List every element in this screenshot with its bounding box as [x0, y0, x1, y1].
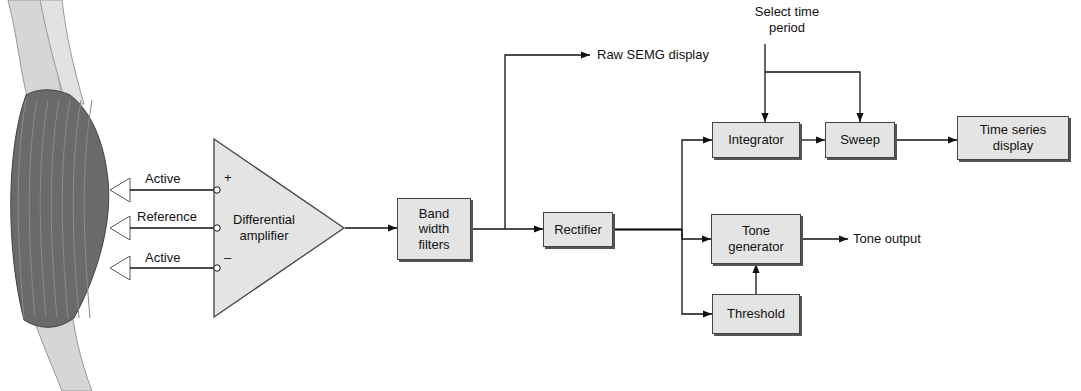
- output-label: Tone output: [853, 231, 921, 247]
- node-text: Rectifier: [554, 222, 602, 238]
- node-text: Integrator: [728, 132, 784, 148]
- display-box: Time series display: [957, 116, 1069, 160]
- muscle-fibre: [18, 100, 26, 318]
- raw-display-arrow: [505, 55, 590, 229]
- electrode-wire: [130, 267, 214, 268]
- electrode-wire: [130, 189, 214, 190]
- electrode: [110, 256, 130, 280]
- electrode-label: Reference: [137, 209, 197, 225]
- input-terminal: [214, 265, 220, 271]
- electrode: [110, 178, 130, 202]
- node-text: Threshold: [727, 306, 785, 322]
- signal-connector: [800, 139, 825, 140]
- electrode-label: Active: [145, 171, 180, 187]
- process-box: Integrator: [712, 122, 800, 158]
- electrode-wire: [130, 227, 214, 228]
- output-label: Raw SEMG display: [597, 47, 709, 63]
- polarity-sign: +: [224, 170, 232, 186]
- connector-layer: [345, 140, 957, 314]
- node-text: Sweep: [840, 132, 880, 148]
- signal-connector: [613, 230, 711, 240]
- process-box: Rectifier: [543, 212, 613, 247]
- process-box: Sweep: [825, 122, 895, 158]
- process-box: Band width filters: [397, 198, 471, 260]
- upper-tendon: [40, 0, 84, 104]
- node-text: Time series display: [963, 122, 1063, 153]
- muscle-illustration: [8, 0, 130, 391]
- differential-amplifier: Differential amplifier: [213, 138, 345, 318]
- process-box: Threshold: [712, 294, 800, 334]
- signal-connector: [345, 227, 397, 228]
- signal-connector: [613, 230, 712, 315]
- muscle-fibre: [29, 100, 37, 318]
- signal-connector: [895, 139, 957, 140]
- muscle-fibre: [73, 100, 81, 318]
- muscle-fibre: [62, 100, 70, 318]
- polarity-sign: –: [224, 250, 231, 266]
- input-terminal: [214, 187, 220, 193]
- muscle-fibre: [40, 100, 48, 318]
- muscle-fibres: [18, 100, 92, 318]
- time-select-arrow: [765, 72, 860, 122]
- tone-output-arrow: [800, 238, 848, 239]
- electrode-label: Active: [145, 250, 180, 266]
- muscle-belly: [11, 90, 109, 328]
- node-text: Differential amplifier: [221, 212, 307, 243]
- time-select-arrow: [764, 44, 765, 122]
- electrode: [110, 216, 130, 240]
- signal-connector: [613, 140, 712, 230]
- node-text: Tone generator: [717, 223, 795, 254]
- node-text: Band width filters: [403, 206, 465, 253]
- control-label: Select time period: [742, 4, 832, 35]
- process-box: Tone generator: [711, 214, 801, 264]
- signal-connector: [755, 264, 756, 294]
- signal-connector: [471, 228, 543, 229]
- input-terminal: [214, 225, 220, 231]
- muscle-fibre: [51, 100, 59, 318]
- triangle-outline: [214, 139, 344, 317]
- muscle-fibre: [84, 100, 92, 318]
